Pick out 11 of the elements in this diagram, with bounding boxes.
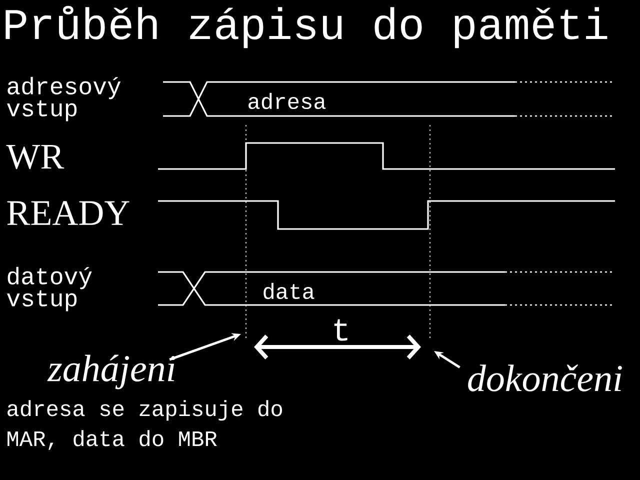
bus-value: adresa: [248, 92, 326, 110]
duration-label: t: [334, 319, 348, 341]
signal-name: adresový vstup: [7, 76, 121, 122]
note-text: adresa se zapisuje do MAR, data do MBR: [8, 400, 282, 450]
bus-value: data: [264, 282, 314, 300]
event-label: dokončeni: [468, 364, 622, 392]
signal-name: READY: [7, 201, 130, 225]
signal-name: WR: [6, 144, 64, 170]
title: Průběh zápisu do paměti: [6, 6, 608, 48]
signal-name: datový vstup: [7, 266, 92, 312]
event-label: zahájeni: [47, 354, 176, 390]
